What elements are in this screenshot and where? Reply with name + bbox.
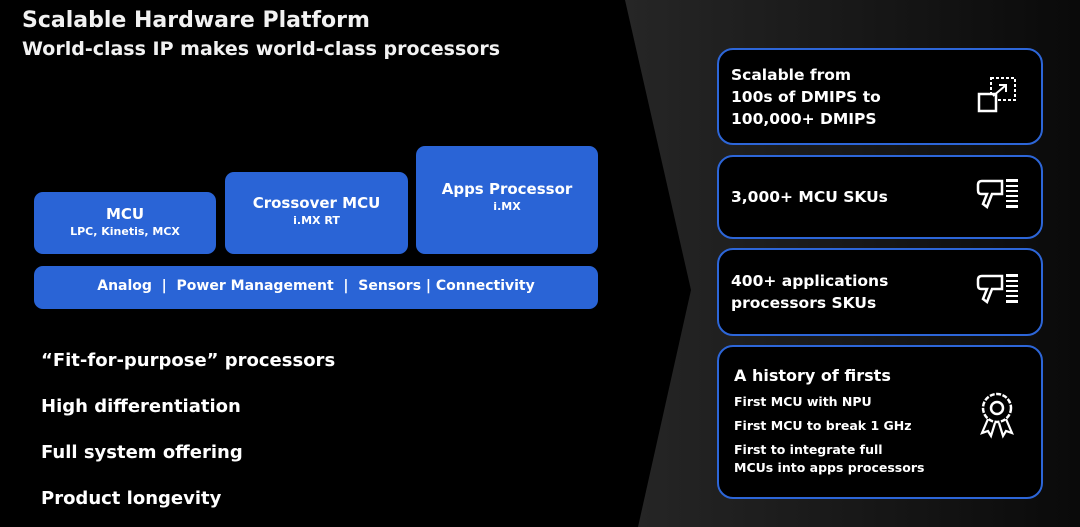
history-item: First to integrate full xyxy=(734,442,883,457)
block-sub: i.MX xyxy=(493,200,521,213)
card-scalable: Scalable from 100s of DMIPS to 100,000+ DM… xyxy=(717,48,1043,145)
base-bar: Analog | Power Management | Sensors | Co… xyxy=(34,266,598,309)
page-title: Scalable Hardware Platform xyxy=(22,8,370,33)
point: Product longevity xyxy=(41,488,222,509)
point: “Fit-for-purpose” processors xyxy=(41,350,336,371)
card-history: A history of firsts First MCU with NPU F… xyxy=(717,345,1043,499)
history-item: MCUs into apps processors xyxy=(734,460,925,475)
block-sub: LPC, Kinetis, MCX xyxy=(70,225,180,238)
barcode-scanner-icon xyxy=(976,274,1018,304)
point: Full system offering xyxy=(41,442,243,463)
card-title: A history of firsts xyxy=(734,366,891,385)
point: High differentiation xyxy=(41,396,241,417)
card-line: processors SKUs xyxy=(731,294,877,312)
block-title: Crossover MCU xyxy=(252,194,381,212)
card-line: 3,000+ MCU SKUs xyxy=(731,188,888,206)
award-ribbon-icon xyxy=(980,392,1014,439)
card-line: 100s of DMIPS to xyxy=(731,88,881,106)
block-title: Apps Processor xyxy=(441,180,573,198)
history-item: First MCU with NPU xyxy=(734,394,872,409)
page-subtitle: World-class IP makes world-class process… xyxy=(22,38,501,60)
card-line: 100,000+ DMIPS xyxy=(731,110,877,128)
card-line: Scalable from xyxy=(731,66,852,84)
barcode-scanner-icon xyxy=(976,179,1018,209)
scale-up-icon xyxy=(977,77,1016,113)
block-sub: i.MX RT xyxy=(293,214,340,227)
card-mcu-skus: 3,000+ MCU SKUs xyxy=(717,155,1043,239)
card-ap-skus: 400+ applications processors SKUs xyxy=(717,248,1043,336)
block-title: MCU xyxy=(105,205,145,223)
card-line: 400+ applications xyxy=(731,272,889,290)
block-mcu: MCU LPC, Kinetis, MCX xyxy=(34,192,216,254)
block-crossover-mcu: Crossover MCU i.MX RT xyxy=(225,172,408,254)
block-apps-processor: Apps Processor i.MX xyxy=(416,146,598,254)
history-item: First MCU to break 1 GHz xyxy=(734,418,912,433)
